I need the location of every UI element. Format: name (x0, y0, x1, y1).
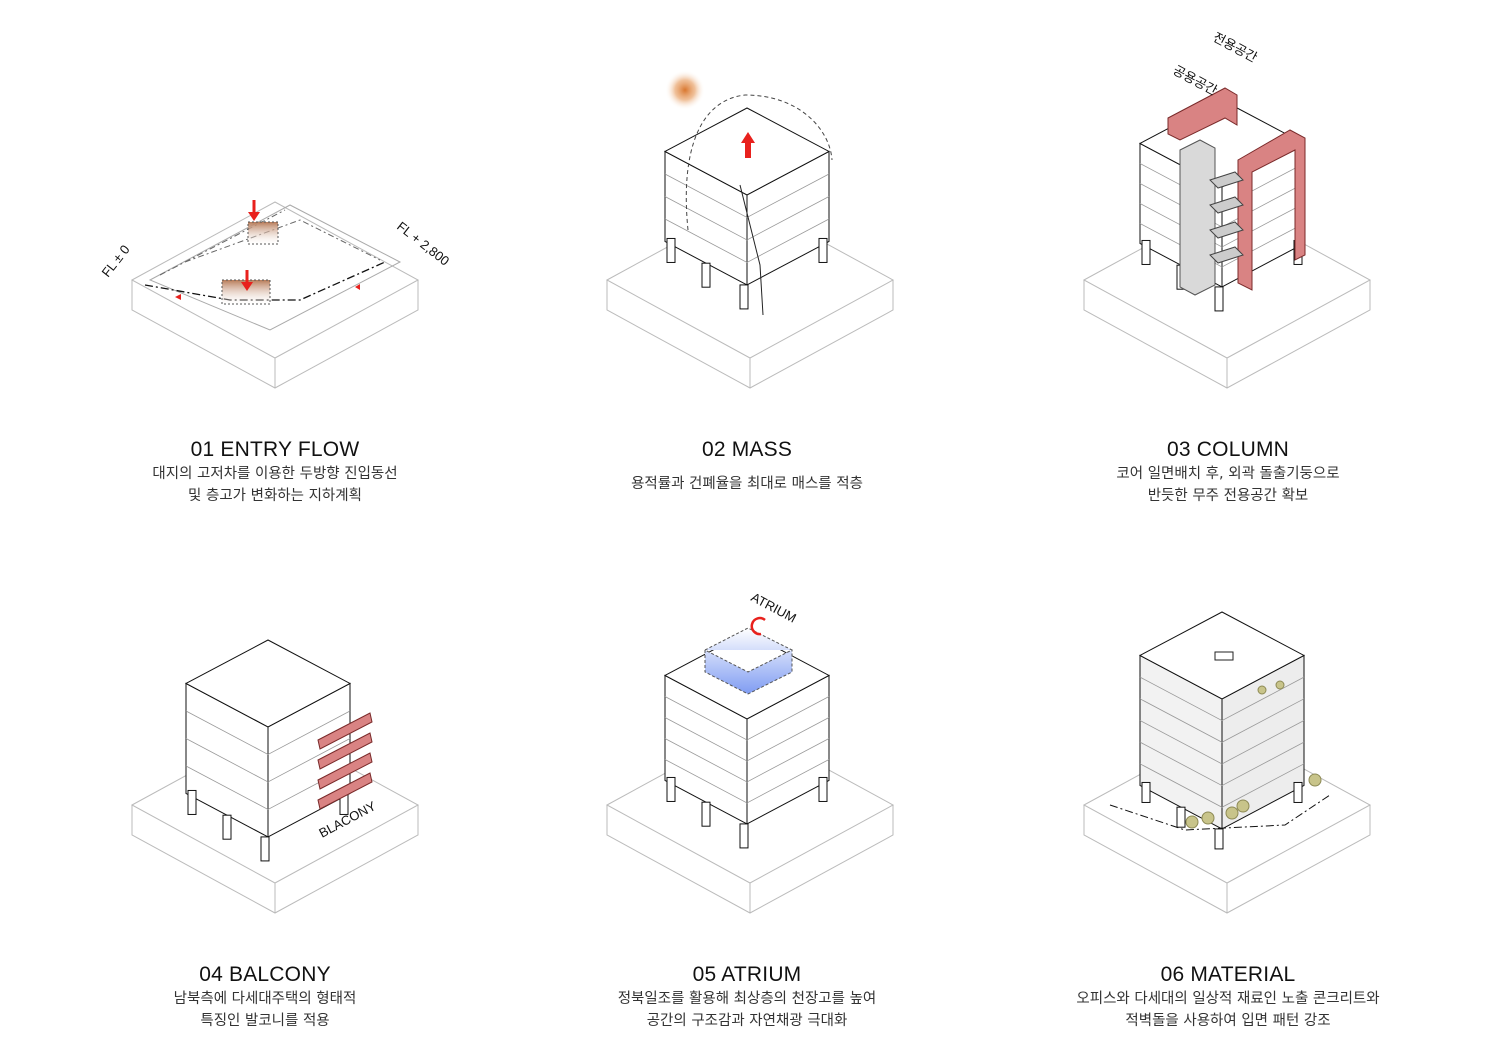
floor-line (1139, 698, 1305, 743)
pilotis-column (666, 237, 676, 263)
floor-line (1139, 676, 1305, 722)
caption-title: 02 MASS (701, 438, 793, 461)
pilotis-column (222, 814, 232, 840)
label-fl-0: FL ± 0 (99, 242, 133, 280)
pilotis-column (818, 237, 828, 263)
floor-line (1139, 203, 1305, 248)
pilotis-column (739, 823, 749, 849)
sun-icon (665, 70, 705, 110)
building-mass (663, 631, 831, 849)
pilotis-column (1176, 806, 1186, 828)
atrium-arrow-icon (750, 616, 766, 636)
pilotis-column (701, 801, 711, 827)
caption-line: 특징인 발코니를 적용 (200, 1013, 330, 1029)
pilotis-column (739, 284, 749, 310)
pilotis-column (1293, 781, 1303, 803)
caption-title: 06 MATERIAL (1160, 963, 1296, 986)
caption-title: 04 BALCONY (199, 963, 331, 986)
building-mass (184, 639, 352, 862)
pilotis-column (1141, 781, 1151, 803)
floor-line (664, 696, 830, 741)
floor-line (1139, 763, 1305, 808)
caption-line: 대지의 고저차를 이용한 두방향 진입동선 (152, 466, 398, 482)
floor-line (1139, 223, 1305, 268)
label-private-space: 전용공간 (1211, 29, 1260, 65)
pilotis-column (1214, 286, 1224, 312)
floor-line (185, 710, 351, 755)
pilotis-column (260, 836, 270, 862)
floor-line (664, 218, 830, 263)
roof (184, 639, 352, 728)
caption-line: 및 층고가 변화하는 지하계획 (188, 488, 362, 504)
pilotis-column (701, 262, 711, 288)
section-line (739, 184, 764, 316)
caption-line: 코어 일면배치 후, 외곽 돌출기둥으로 (1116, 466, 1340, 482)
caption-line: 오피스와 다세대의 일상적 재료인 노출 콘크리트와 (1076, 991, 1380, 1007)
floor-line (1139, 720, 1305, 765)
pilotis-column (1141, 239, 1151, 265)
pilotis-column (187, 789, 197, 815)
entry-flow-diagram (144, 200, 402, 331)
building-mass (1138, 611, 1306, 850)
balcony-bars (317, 712, 373, 810)
caption-column: 03 COLUMN 코어 일면배치 후, 외곽 돌출기둥으로 반듯한 무주 전용… (1008, 437, 1448, 507)
floor-line (185, 738, 351, 783)
caption-line: 용적률과 건폐율을 최대로 매스를 적층 (631, 476, 863, 492)
site-boundary (1109, 794, 1331, 831)
caption-title: 03 COLUMN (1167, 438, 1289, 461)
floor-line (664, 717, 830, 762)
floor-line (664, 196, 830, 241)
building-mass (663, 107, 831, 310)
caption-material: 06 MATERIAL 오피스와 다세대의 일상적 재료인 노출 콘크리트와 적… (1008, 962, 1448, 1032)
site-base (130, 201, 420, 389)
caption-line: 반듯한 무주 전용공간 확보 (1147, 488, 1309, 504)
atrium-volume (703, 627, 794, 695)
label-common-space: 공용공간 (1171, 62, 1220, 98)
floor-line (664, 173, 830, 218)
sun-path (685, 94, 833, 231)
column-diagram (1167, 87, 1306, 296)
caption-title: 05 ATRIUM (692, 963, 802, 986)
trees (1185, 680, 1322, 829)
caption-line: 적벽돌을 사용하여 입면 패턴 강조 (1125, 1013, 1331, 1029)
caption-balcony: 04 BALCONY 남북측에 다세대주택의 형태적 특징인 발코니를 적용 (45, 962, 485, 1032)
roof-skylight (1214, 651, 1234, 661)
label-fl-2800: FL + 2,800 (394, 219, 452, 269)
caption-atrium: 05 ATRIUM 정북일조를 활용해 최상층의 천장고를 높여 공간의 구조감… (527, 962, 967, 1032)
floor-line (664, 759, 830, 804)
caption-entry-flow: 01 ENTRY FLOW 대지의 고저차를 이용한 두방향 진입동선 및 층고… (55, 437, 495, 507)
up-arrow-icon (741, 132, 755, 158)
caption-line: 정북일조를 활용해 최상층의 천장고를 높여 (617, 991, 877, 1007)
caption-line: 남북측에 다세대주택의 형태적 (173, 991, 357, 1007)
caption-title: 01 ENTRY FLOW (190, 438, 360, 461)
floor-line (1139, 741, 1305, 787)
floor-line (664, 738, 830, 783)
pilotis-column (818, 776, 828, 802)
caption-mass: 02 MASS 용적률과 건폐율을 최대로 매스를 적층 (527, 437, 967, 495)
caption-line: 공간의 구조감과 자연채광 극대화 (646, 1013, 848, 1029)
pilotis-column (1214, 828, 1224, 850)
pilotis-column (666, 776, 676, 802)
